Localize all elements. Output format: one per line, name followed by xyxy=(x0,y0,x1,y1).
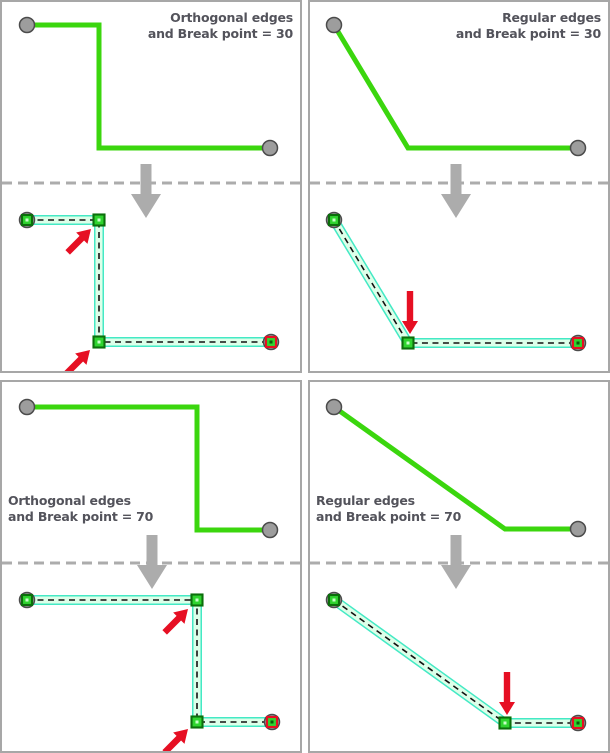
transform-arrow xyxy=(441,535,471,589)
vertex-handle-dot xyxy=(97,218,101,222)
vertex-handle-dot xyxy=(332,598,336,602)
edge-before xyxy=(27,404,270,533)
junction-node xyxy=(261,139,279,157)
red-pointer-arrow xyxy=(499,672,515,715)
caption-line: and Break point = 30 xyxy=(147,26,293,41)
caption-line: and Break point = 70 xyxy=(8,509,154,524)
selected-edge-fill xyxy=(27,216,271,346)
selected-edge-dash xyxy=(333,599,578,724)
caption-line: Orthogonal edges xyxy=(170,10,293,25)
vertex-handle-dot xyxy=(195,720,199,724)
panel-orthogonal-break-70: Orthogonal edges and Break point = 70 xyxy=(0,380,302,753)
edge-before xyxy=(332,404,578,532)
red-pointer-arrow xyxy=(64,350,90,371)
junction-node xyxy=(325,398,343,416)
diagram-orthogonal-break-30 xyxy=(2,16,300,371)
selected-edge-dash xyxy=(27,219,271,343)
transform-arrow xyxy=(137,535,167,589)
junction-node xyxy=(325,16,343,34)
vertex-handle-dot xyxy=(97,340,101,344)
vertex-handle-dot xyxy=(25,598,29,602)
junction-node xyxy=(18,398,36,416)
panel-orthogonal-break-30: Orthogonal edges and Break point = 30 xyxy=(0,0,302,373)
diagram-regular-break-30 xyxy=(310,16,608,352)
panel-caption: Regular edges and Break point = 70 xyxy=(316,493,461,525)
red-pointer-arrow xyxy=(65,229,91,255)
edge-before xyxy=(27,22,270,151)
vertex-handle-dot xyxy=(195,598,199,602)
selected-edge-fill xyxy=(331,597,578,727)
panel-regular-break-70: Regular edges and Break point = 70 xyxy=(308,380,610,753)
diagram-orthogonal-break-70 xyxy=(2,398,300,751)
junction-node xyxy=(261,521,279,539)
vertex-handle-dot xyxy=(503,721,507,725)
vertex-handle-dot xyxy=(270,720,274,724)
selected-edge-dash xyxy=(333,219,578,344)
selected-edge-outline xyxy=(27,215,271,347)
transform-arrow xyxy=(441,164,471,218)
selected-edge-fill xyxy=(27,596,272,726)
caption-line: and Break point = 30 xyxy=(455,26,601,41)
vertex-handle-dot xyxy=(332,218,336,222)
selected-edge-outline xyxy=(331,595,578,728)
caption-line: Regular edges xyxy=(316,493,415,508)
panel-caption: Orthogonal edges and Break point = 30 xyxy=(148,10,293,42)
red-pointer-arrow xyxy=(162,729,188,751)
vertex-handle-dot xyxy=(269,340,273,344)
edge-before xyxy=(331,23,578,151)
junction-node xyxy=(18,16,36,34)
junction-node xyxy=(569,520,587,538)
caption-line: Regular edges xyxy=(502,10,601,25)
red-pointer-arrow xyxy=(402,291,418,334)
panel-regular-break-30: Regular edges and Break point = 30 xyxy=(308,0,610,373)
vertex-handle-dot xyxy=(576,341,580,345)
caption-line: Orthogonal edges xyxy=(8,493,131,508)
selected-edge-outline xyxy=(27,595,272,727)
caption-line: and Break point = 70 xyxy=(316,509,462,524)
vertex-handle-dot xyxy=(576,721,580,725)
panel-caption: Regular edges and Break point = 30 xyxy=(456,10,601,42)
transform-arrow xyxy=(131,164,161,218)
junction-node xyxy=(569,139,587,157)
diagram-regular-break-70 xyxy=(310,398,608,732)
vertex-handle-dot xyxy=(406,341,410,345)
selected-edge-fill xyxy=(331,218,578,347)
red-pointer-arrow xyxy=(162,609,188,635)
panel-caption: Orthogonal edges and Break point = 70 xyxy=(8,493,153,525)
vertex-handle-dot xyxy=(25,218,29,222)
selected-edge-dash xyxy=(27,599,272,723)
